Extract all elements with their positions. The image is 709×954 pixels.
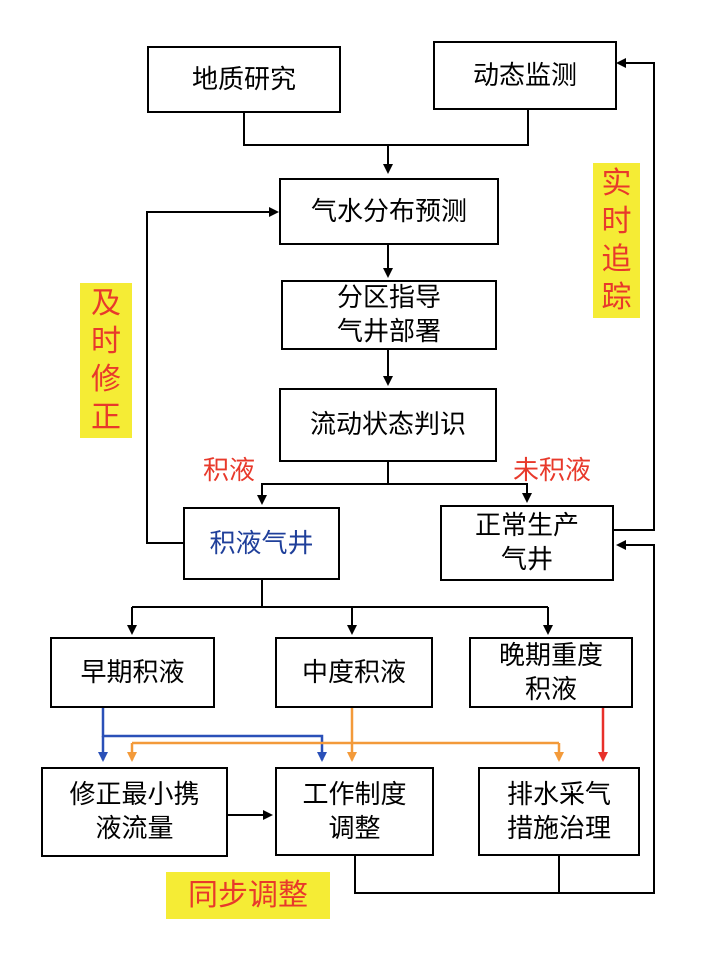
monitoring-label: 动态监测 [472, 60, 577, 91]
normal-well-box: 正常生产 气井 [440, 505, 614, 581]
zoning-box: 分区指导 气井部署 [281, 280, 497, 350]
sync-adjust-tag: 同步调整 [166, 872, 330, 919]
branch-label-no-liquid: 未积液 [513, 456, 592, 486]
flow-state-label: 流动状态判识 [309, 410, 466, 440]
timely-correction-label: 及 时 修 正 [91, 285, 121, 435]
prediction-box: 气水分布预测 [279, 178, 499, 245]
zoning-label: 分区指导 气井部署 [336, 283, 441, 347]
liquid-well-label: 积液气井 [209, 528, 314, 559]
timely-correction-tag: 及 时 修 正 [80, 283, 132, 438]
drainage-label: 排水采气 措施治理 [506, 779, 611, 844]
flow-state-box: 流动状态判识 [279, 388, 497, 462]
connector-geology-merge [243, 113, 388, 146]
sync-adjust-label: 同步调整 [188, 877, 308, 913]
monitoring-box: 动态监测 [433, 41, 617, 110]
early-stage-label: 早期积液 [80, 657, 185, 688]
middle-stage-box: 中度积液 [275, 637, 433, 708]
early-stage-box: 早期积液 [50, 637, 215, 708]
realtime-tracking-label: 实 时 追 踪 [601, 165, 632, 315]
connector-correction-loop [146, 207, 279, 544]
connector-flowstate-normal [388, 483, 532, 503]
drainage-box: 排水采气 措施治理 [478, 767, 640, 856]
connector-flowstate-split [257, 462, 389, 505]
realtime-tracking-tag: 实 时 追 踪 [593, 163, 640, 318]
min-flow-box: 修正最小携 液流量 [41, 767, 228, 857]
liquid-well-box: 积液气井 [183, 507, 340, 580]
late-stage-box: 晚期重度 积液 [469, 637, 633, 708]
connector-realtime-loop [614, 58, 655, 531]
normal-well-label: 正常生产 气井 [474, 511, 579, 575]
connector-sync-loop [354, 540, 655, 894]
geology-label: 地质研究 [191, 64, 296, 95]
middle-stage-label: 中度积液 [301, 657, 406, 688]
geology-box: 地质研究 [147, 46, 341, 113]
prediction-label: 气水分布预测 [310, 196, 467, 227]
connector-early-blue [101, 708, 327, 762]
connector-monitoring-merge [388, 110, 529, 146]
min-flow-label: 修正最小携 液流量 [69, 780, 200, 844]
system-adjust-label: 工作制度 调整 [302, 779, 407, 844]
system-adjust-box: 工作制度 调整 [275, 767, 434, 856]
branch-label-liquid: 积液 [203, 456, 256, 486]
late-stage-label: 晚期重度 积液 [498, 640, 603, 705]
